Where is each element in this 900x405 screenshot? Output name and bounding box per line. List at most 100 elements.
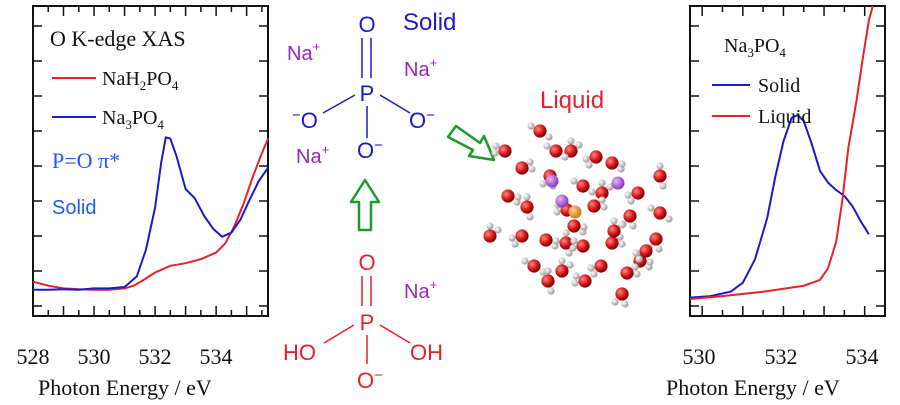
right-x-tick-label: 530 [683, 344, 716, 369]
hydrogen-atom [545, 133, 553, 141]
annotation-pi-star: P=O π* [52, 148, 120, 173]
hydrogen-atom [618, 221, 626, 229]
left-x-axis-label: Photon Energy / eV [38, 375, 212, 400]
hydrogen-atom [631, 263, 639, 271]
hydrogen-atom [588, 188, 596, 196]
right-xas-panel: Na3PO4 Solid Liquid 530 532 534 Photon E… [666, 5, 886, 400]
hydrogen-atom [486, 222, 494, 230]
hydrogen-atom [618, 160, 626, 168]
top-oxygen-up: O [358, 12, 375, 37]
top-oxygen-bottom: O− [357, 137, 383, 163]
charge-plus: + [322, 142, 330, 157]
oxygen-atom [595, 186, 609, 200]
hydroxyl-left: HO [283, 340, 316, 365]
hydrogen-atom [553, 208, 561, 216]
oxygen-atom [594, 259, 608, 273]
hydrogen-atom [571, 279, 579, 287]
hydrogen-atom [562, 229, 570, 237]
hydrogen-atom [580, 223, 588, 231]
bottom-oxygen-up: O [358, 250, 375, 275]
hydrogen-atom [632, 249, 640, 257]
oxygen-atom [576, 179, 590, 193]
charge-minus: − [374, 137, 383, 154]
hydrogen-atom [523, 193, 531, 201]
sodium-ion-bottom: Na+ [404, 277, 437, 303]
oxygen-atom [587, 199, 601, 213]
hydrogen-atom [528, 165, 536, 173]
oxygen-symbol: O [357, 138, 374, 163]
hydrogen-atom [598, 196, 606, 204]
na3po4-sub2: 4 [157, 117, 164, 132]
hydrogen-atom [656, 162, 664, 170]
top-oxygen-right: O− [409, 107, 435, 133]
sodium-atom [545, 174, 559, 188]
oxygen-atom [653, 206, 667, 220]
oxygen-atom [605, 156, 619, 170]
sodium-symbol: Na [404, 59, 430, 81]
oxygen-atom [567, 219, 581, 233]
sodium-atom [555, 194, 569, 208]
charge-minus: − [292, 107, 301, 124]
hydrogen-atom [567, 137, 575, 145]
top-phosphorus: P [360, 81, 375, 106]
hydrogen-atom [647, 204, 655, 212]
nah2po4-sub1: 2 [140, 78, 147, 93]
nah2po4-sub2: 4 [172, 78, 179, 93]
hydrogen-atom [565, 249, 573, 257]
charge-plus: + [430, 277, 438, 292]
sodium-ion-1: Na+ [287, 39, 320, 65]
hydrogen-atom [527, 122, 535, 130]
hydrogen-atom [587, 264, 595, 272]
oxygen-atom [541, 274, 555, 288]
na3po4-structure: Solid O P −O O− O− Na+ Na+ Na+ [287, 9, 456, 168]
hydrogen-atom [600, 203, 608, 211]
bottom-phosphorus: P [360, 310, 375, 335]
hydrogen-atom [590, 270, 598, 278]
hydrogen-atom [566, 261, 574, 269]
hydrogen-atom [561, 153, 569, 161]
sodium-atom [611, 176, 625, 190]
hydrogen-atom [585, 161, 593, 169]
hydrogen-atom [624, 191, 632, 199]
legend-label-na3po4: Na3PO4 [102, 107, 164, 132]
hydrogen-atom [543, 142, 551, 150]
oxygen-atom [578, 274, 592, 288]
sodium-ion-2: Na+ [404, 55, 437, 81]
charge-plus: + [313, 39, 321, 54]
left-plot-title: O K-edge XAS [50, 26, 186, 51]
hydrogen-atom [494, 226, 502, 234]
legend-label-nah2po4: NaH2PO4 [102, 68, 179, 93]
left-axis-ticks [32, 6, 268, 316]
oxygen-atom [539, 233, 553, 247]
hydrogen-atom [569, 244, 577, 252]
oxygen-atom [533, 124, 547, 138]
oxygen-atom [527, 259, 541, 273]
top-oxygen-left: −O [292, 107, 318, 133]
oxygen-atom [649, 232, 663, 246]
left-x-tick-label: 532 [139, 344, 172, 369]
phosphorus-atom [568, 205, 582, 219]
left-x-tick-label: 528 [17, 344, 50, 369]
right-title-sub1: 3 [747, 45, 754, 60]
left-x-tick-label: 534 [200, 344, 233, 369]
oxygen-atom [498, 144, 512, 158]
right-series-line-1 [689, 5, 874, 300]
hydrogen-atom [491, 149, 499, 157]
left-x-tick-label: 530 [78, 344, 111, 369]
hydrogen-atom [611, 298, 619, 306]
oxygen-atom [615, 287, 629, 301]
hydrogen-atom [511, 240, 519, 248]
hydroxyl-right: OH [410, 340, 443, 365]
right-x-axis-label: Photon Energy / eV [666, 375, 840, 400]
bond-left [322, 94, 356, 114]
right-axis-ticks [690, 6, 886, 316]
hydrogen-atom [526, 213, 534, 221]
sodium-symbol: Na [296, 146, 322, 168]
oxygen-atom [605, 236, 619, 250]
liquid-molecular-cluster [483, 122, 673, 308]
hydrogen-atom [521, 257, 529, 265]
hydrogen-atom [570, 177, 578, 185]
hydrogen-atom [570, 237, 578, 245]
hydrogen-atom [575, 141, 583, 149]
